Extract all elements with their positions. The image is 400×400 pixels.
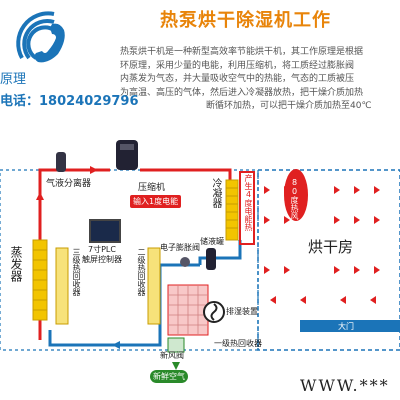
heat-recovery-1-label: 一级热回收器 <box>214 339 262 348</box>
description-line: 为高温、高压的气体，然后进入冷凝器放热，把干燥介质加热 <box>120 87 364 98</box>
exhaust-device-label: 排湿装置 <box>226 307 258 316</box>
phone-number: 18024029796 <box>39 94 139 109</box>
heat-recovery-3-label: 三级热回收器 <box>72 248 81 296</box>
fresh-air-valve-label: 新风阀 <box>160 351 184 360</box>
arrow-icon <box>36 192 44 200</box>
expansion-valve-shape <box>180 257 190 267</box>
fresh-air-valve-grid <box>167 337 185 353</box>
description-line: 热泵烘干机是一种新型高效率节能烘干机，其工作原理是根据 <box>120 47 364 57</box>
hot-air-oval <box>284 169 308 221</box>
wifi-phone-icon <box>16 11 65 63</box>
description-line: 断循环加热，可以把干燥介质加热至40℃ <box>206 101 372 112</box>
principle-label: 原理 <box>0 72 27 87</box>
drying-room-label: 烘干房 <box>308 238 354 256</box>
description: 热泵烘干机是一种新型高效率节能烘干机，其工作原理是根据 环原理，采用少量的电能，… <box>120 46 400 126</box>
heat-output-frame <box>239 171 255 245</box>
condenser-label: 冷凝器 <box>210 178 221 208</box>
expansion-valve-label: 电子膨胀阀 <box>160 243 200 252</box>
arrow-up-icon <box>172 362 180 370</box>
condenser-coil <box>225 179 239 241</box>
hot-air-label: 80度热风 <box>290 178 299 220</box>
heat-recovery-2-label: 二级热回收器 <box>137 248 146 296</box>
door-bar <box>300 320 400 332</box>
phone-label: 电话： <box>0 94 40 109</box>
power-input-badge: 输入1度电能 <box>130 195 182 208</box>
heat-pump-schematic <box>0 140 400 370</box>
fan-blade <box>210 303 218 321</box>
watermark: WWW.*** <box>300 376 390 395</box>
compressor-label: 压缩机 <box>138 183 166 193</box>
arrow-icon <box>112 341 120 349</box>
liquid-tank-label: 储液罐 <box>200 237 224 246</box>
fresh-air-badge: 新鲜空气 <box>150 370 188 383</box>
description-line: 内蒸发为气态，并大量吸收空气中的热能，气态的工质被压 <box>120 74 355 85</box>
pipe-blue <box>198 240 242 265</box>
gas-separator-shape <box>56 152 66 172</box>
heat-output-label: 产生4度电能热 <box>244 174 253 231</box>
condenser-fins <box>226 187 238 229</box>
heat-recovery-3-coil <box>55 247 69 325</box>
evaporator-label: 蒸发器 <box>9 246 23 282</box>
description-line: 环原理，采用少量的电能，利用压缩机，将工质经过膨胀阀 <box>120 60 355 71</box>
plc-label-line1: 7寸PLC <box>88 245 116 254</box>
heat-recovery-2-coil <box>147 247 161 325</box>
door-label: 大门 <box>338 322 354 331</box>
heat-recovery-1-grid <box>168 285 208 335</box>
phone-line: 电话：18024029796 <box>0 90 139 109</box>
liquid-tank-shape <box>206 248 216 270</box>
plc-screen-icon <box>89 219 121 243</box>
compressor-detail <box>120 144 134 150</box>
evaporator-fins <box>33 249 47 311</box>
page-title: 热泵烘干除湿机工作 <box>160 10 331 31</box>
plc-label-line2: 触屏控制器 <box>82 255 122 264</box>
arrow-icon <box>90 166 98 174</box>
gas-separator-label: 气液分离器 <box>46 179 92 189</box>
pipe-blue <box>48 263 200 347</box>
